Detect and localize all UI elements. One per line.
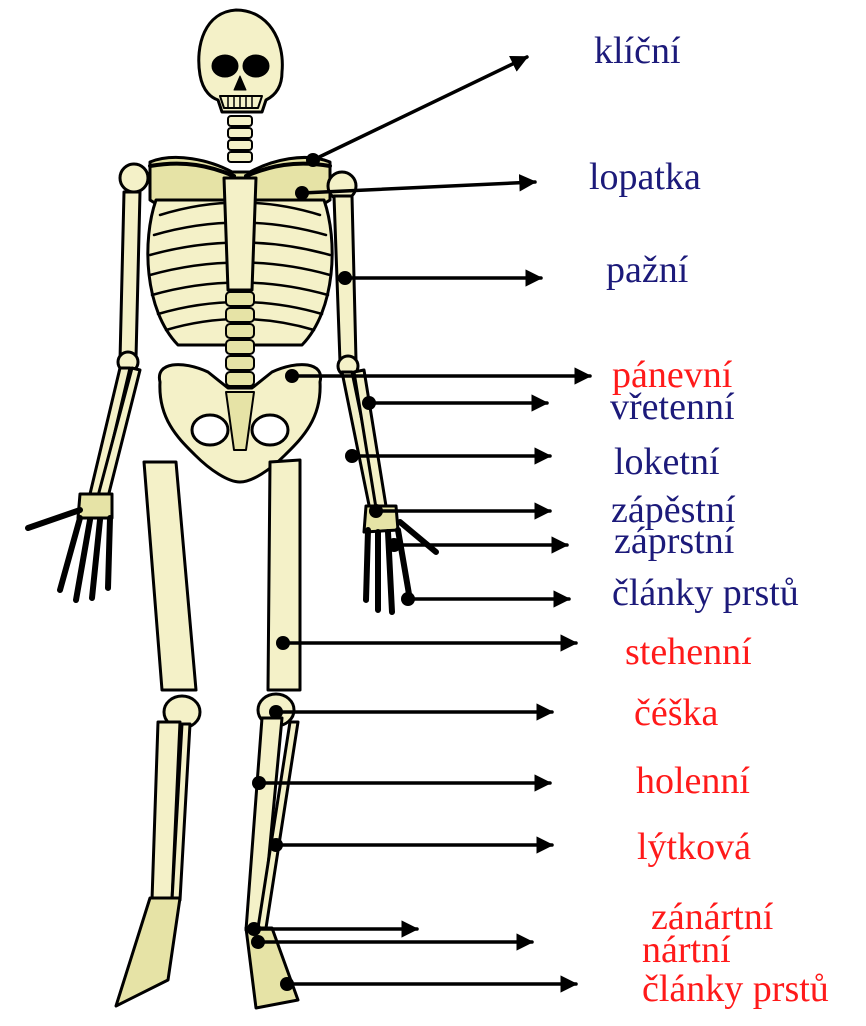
label-clanky-noha: články prstů (642, 970, 829, 1008)
lumbar-spine (226, 292, 254, 386)
arrow-klicni (306, 57, 527, 167)
arrow-lytkova (269, 838, 552, 852)
arrow-clanky-noha (280, 977, 576, 991)
arm-left (28, 192, 140, 600)
arrow-nartni (251, 935, 532, 949)
label-lytkova: lýtková (637, 828, 751, 866)
label-lopatka: lopatka (589, 158, 701, 196)
label-klicni: klíční (594, 32, 681, 70)
arrow-clanky-ruka (401, 592, 569, 606)
arrow-zaprstni (387, 538, 567, 552)
label-stehenni: stehenní (625, 633, 752, 671)
label-holenni: holenní (636, 762, 750, 800)
label-zaprstni: záprstní (614, 522, 734, 560)
arrow-holenni (252, 776, 550, 790)
arrow-vretenni (362, 396, 547, 410)
label-nartni: nártní (642, 931, 731, 969)
label-ceska: čéška (634, 694, 718, 732)
label-loketni: loketní (614, 443, 720, 481)
arrow-pazni (338, 271, 541, 285)
label-pazni: pažní (606, 251, 688, 289)
leg-left (116, 462, 200, 1006)
arrow-stehenni (276, 636, 576, 650)
cervical-spine (228, 116, 252, 162)
arrow-panevni (285, 369, 590, 383)
arrow-ceska (269, 705, 552, 719)
skull (199, 10, 283, 112)
label-vretenni: vřetenní (610, 388, 735, 426)
label-clanky-ruka: články prstů (612, 574, 799, 612)
